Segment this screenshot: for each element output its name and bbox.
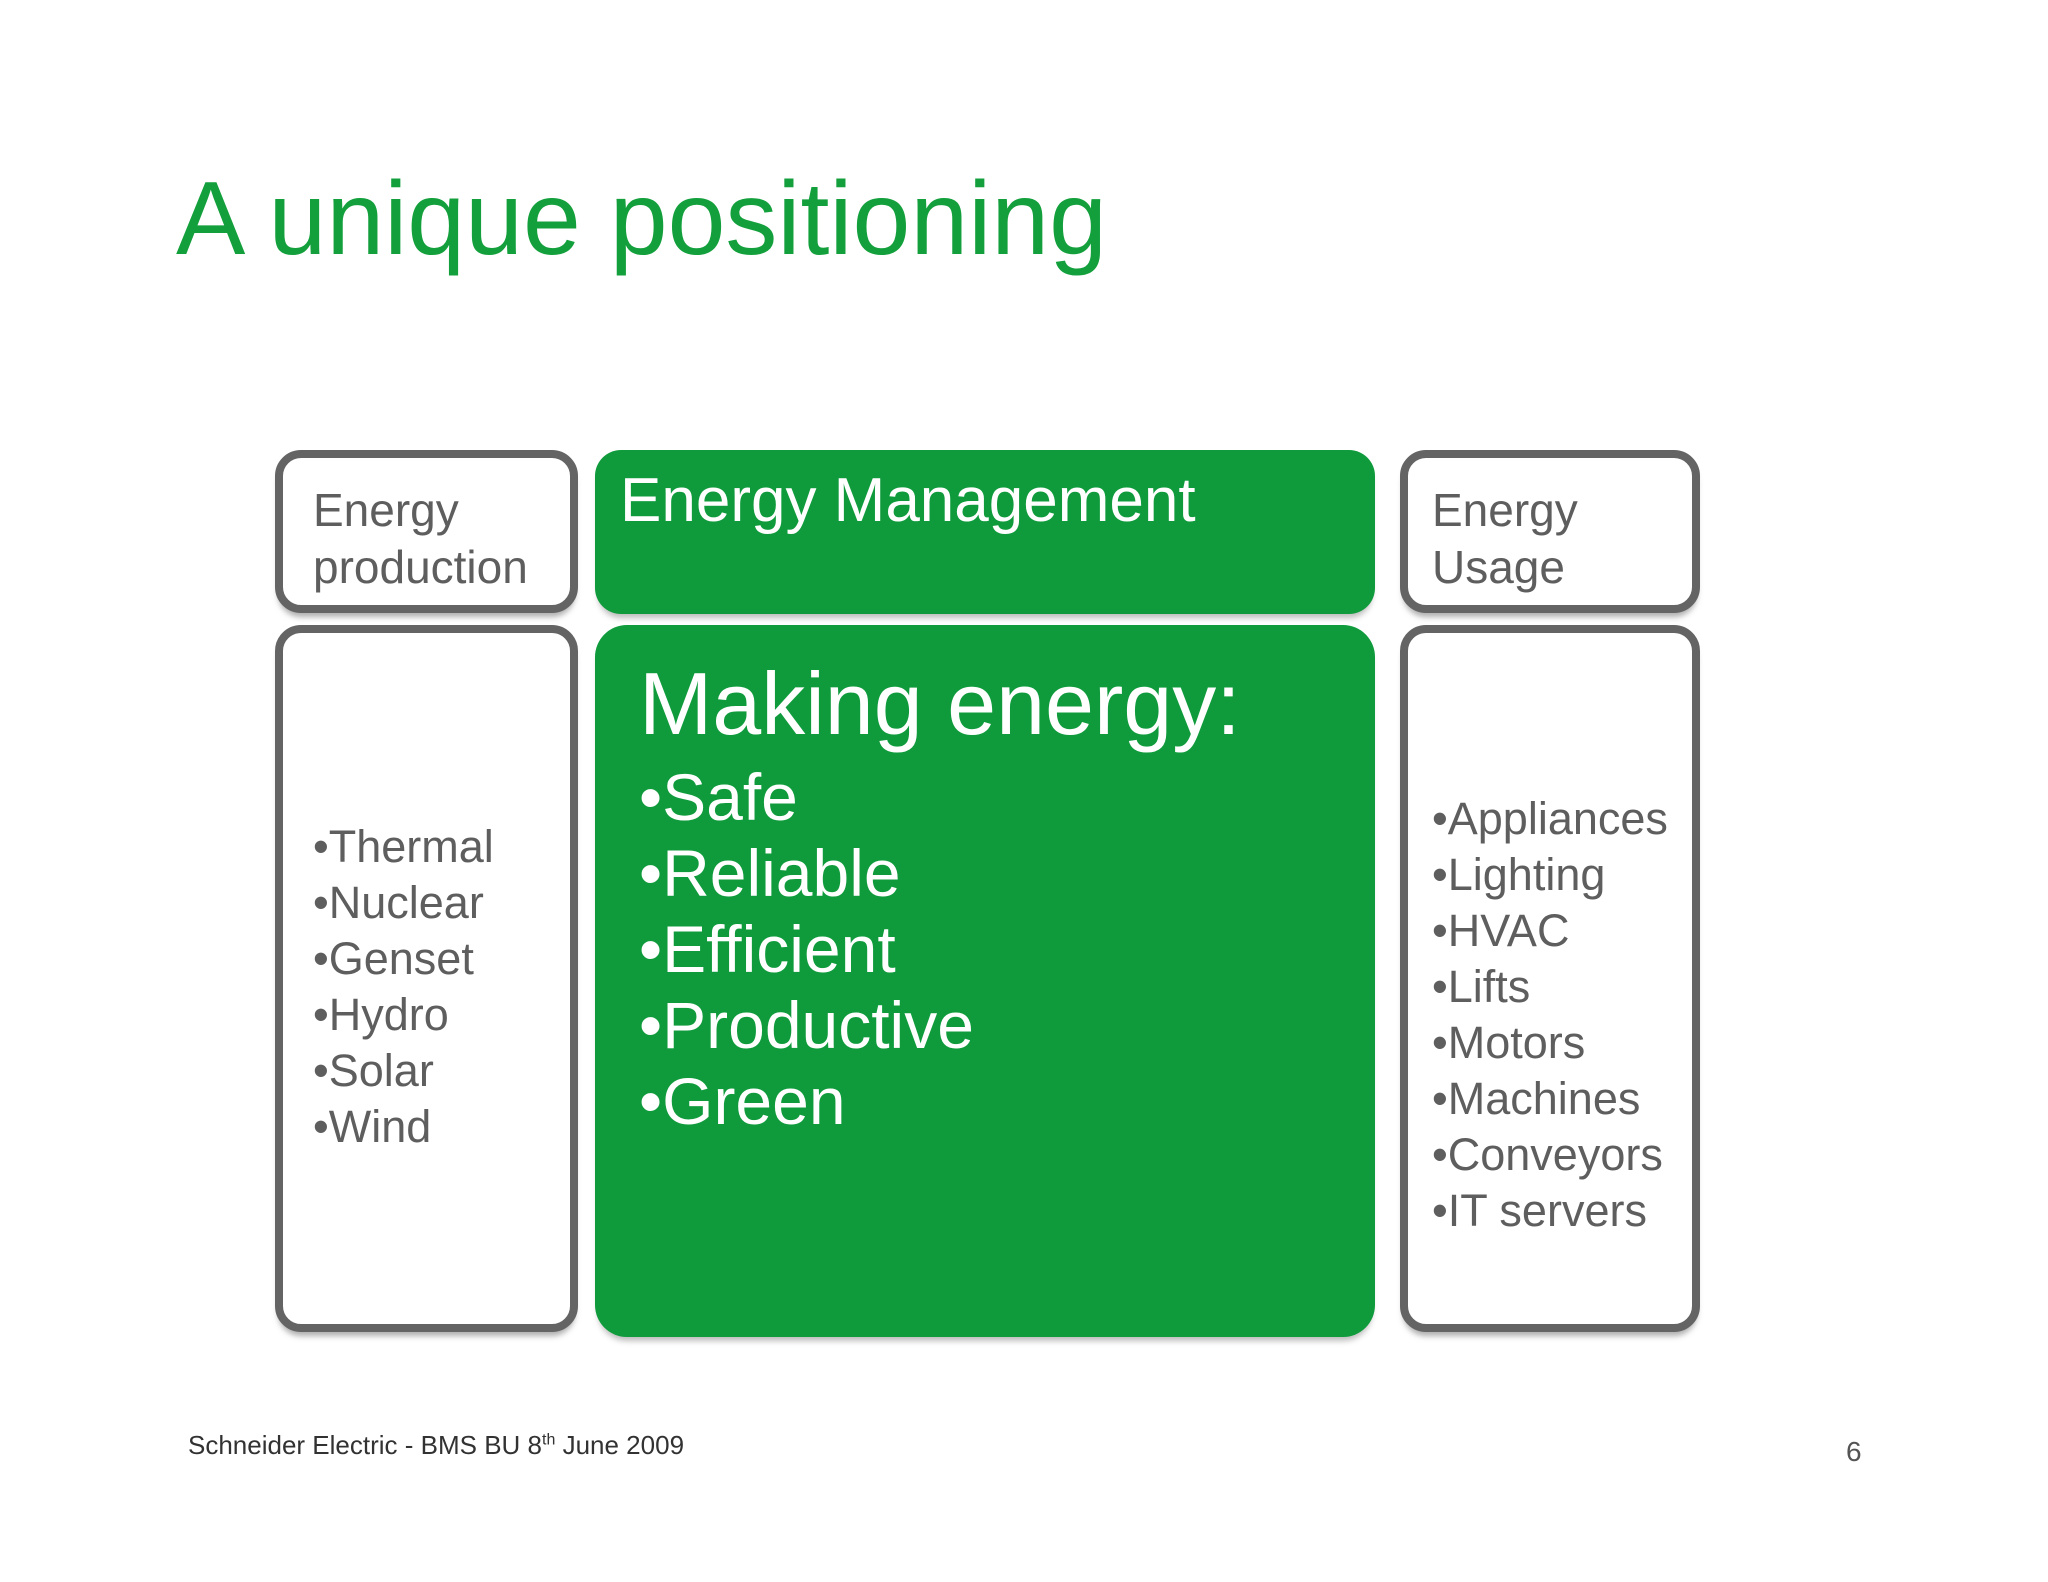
- list-item: •Machines: [1432, 1073, 1641, 1124]
- making-energy-title: Making energy:: [639, 654, 1241, 753]
- list-item: •Nuclear: [313, 877, 484, 928]
- footer-caption: Schneider Electric - BMS BU 8th June 200…: [188, 1430, 684, 1461]
- list-item: •Solar: [313, 1045, 434, 1096]
- list-item: •Efficient: [639, 912, 896, 986]
- list-item: •Conveyors: [1432, 1129, 1663, 1180]
- list-item: •Appliances: [1432, 793, 1668, 844]
- energy-management-body-box: Making energy: •Safe•Reliable•Efficient•…: [595, 625, 1375, 1337]
- list-item: •Green: [639, 1064, 846, 1138]
- footer-caption-superscript: th: [542, 1431, 556, 1449]
- energy-usage-list: •Appliances•Lighting•HVAC•Lifts•Motors•M…: [1432, 791, 1688, 1239]
- list-item: •IT servers: [1432, 1185, 1647, 1236]
- energy-management-list: •Safe•Reliable•Efficient•Productive•Gree…: [639, 759, 1365, 1139]
- energy-production-header-box: Energy production: [275, 450, 578, 613]
- energy-usage-header-label: Energy Usage: [1432, 484, 1578, 593]
- energy-usage-list-box: •Appliances•Lighting•HVAC•Lifts•Motors•M…: [1400, 625, 1700, 1332]
- energy-production-header-label: Energy production: [313, 484, 528, 593]
- list-item: •HVAC: [1432, 905, 1570, 956]
- list-item: •Productive: [639, 988, 974, 1062]
- list-item: •Genset: [313, 933, 474, 984]
- page-number: 6: [1846, 1436, 1862, 1467]
- list-item: •Safe: [639, 760, 798, 834]
- energy-management-header-label: Energy Management: [620, 466, 1196, 535]
- footer-caption-prefix: Schneider Electric - BMS BU 8: [188, 1430, 543, 1460]
- energy-usage-header-box: Energy Usage: [1400, 450, 1700, 613]
- energy-production-list-box: •Thermal•Nuclear•Genset•Hydro•Solar•Wind: [275, 625, 578, 1332]
- list-item: •Reliable: [639, 836, 901, 910]
- energy-management-header-box: Energy Management: [595, 450, 1375, 614]
- list-item: •Thermal: [313, 821, 494, 872]
- list-item: •Motors: [1432, 1017, 1586, 1068]
- list-item: •Wind: [313, 1101, 432, 1152]
- list-item: •Lighting: [1432, 849, 1606, 900]
- list-item: •Lifts: [1432, 961, 1531, 1012]
- page-title: A unique positioning: [176, 161, 1107, 277]
- list-item: •Hydro: [313, 989, 449, 1040]
- footer-caption-suffix: June 2009: [555, 1430, 685, 1460]
- energy-production-list: •Thermal•Nuclear•Genset•Hydro•Solar•Wind: [313, 819, 562, 1155]
